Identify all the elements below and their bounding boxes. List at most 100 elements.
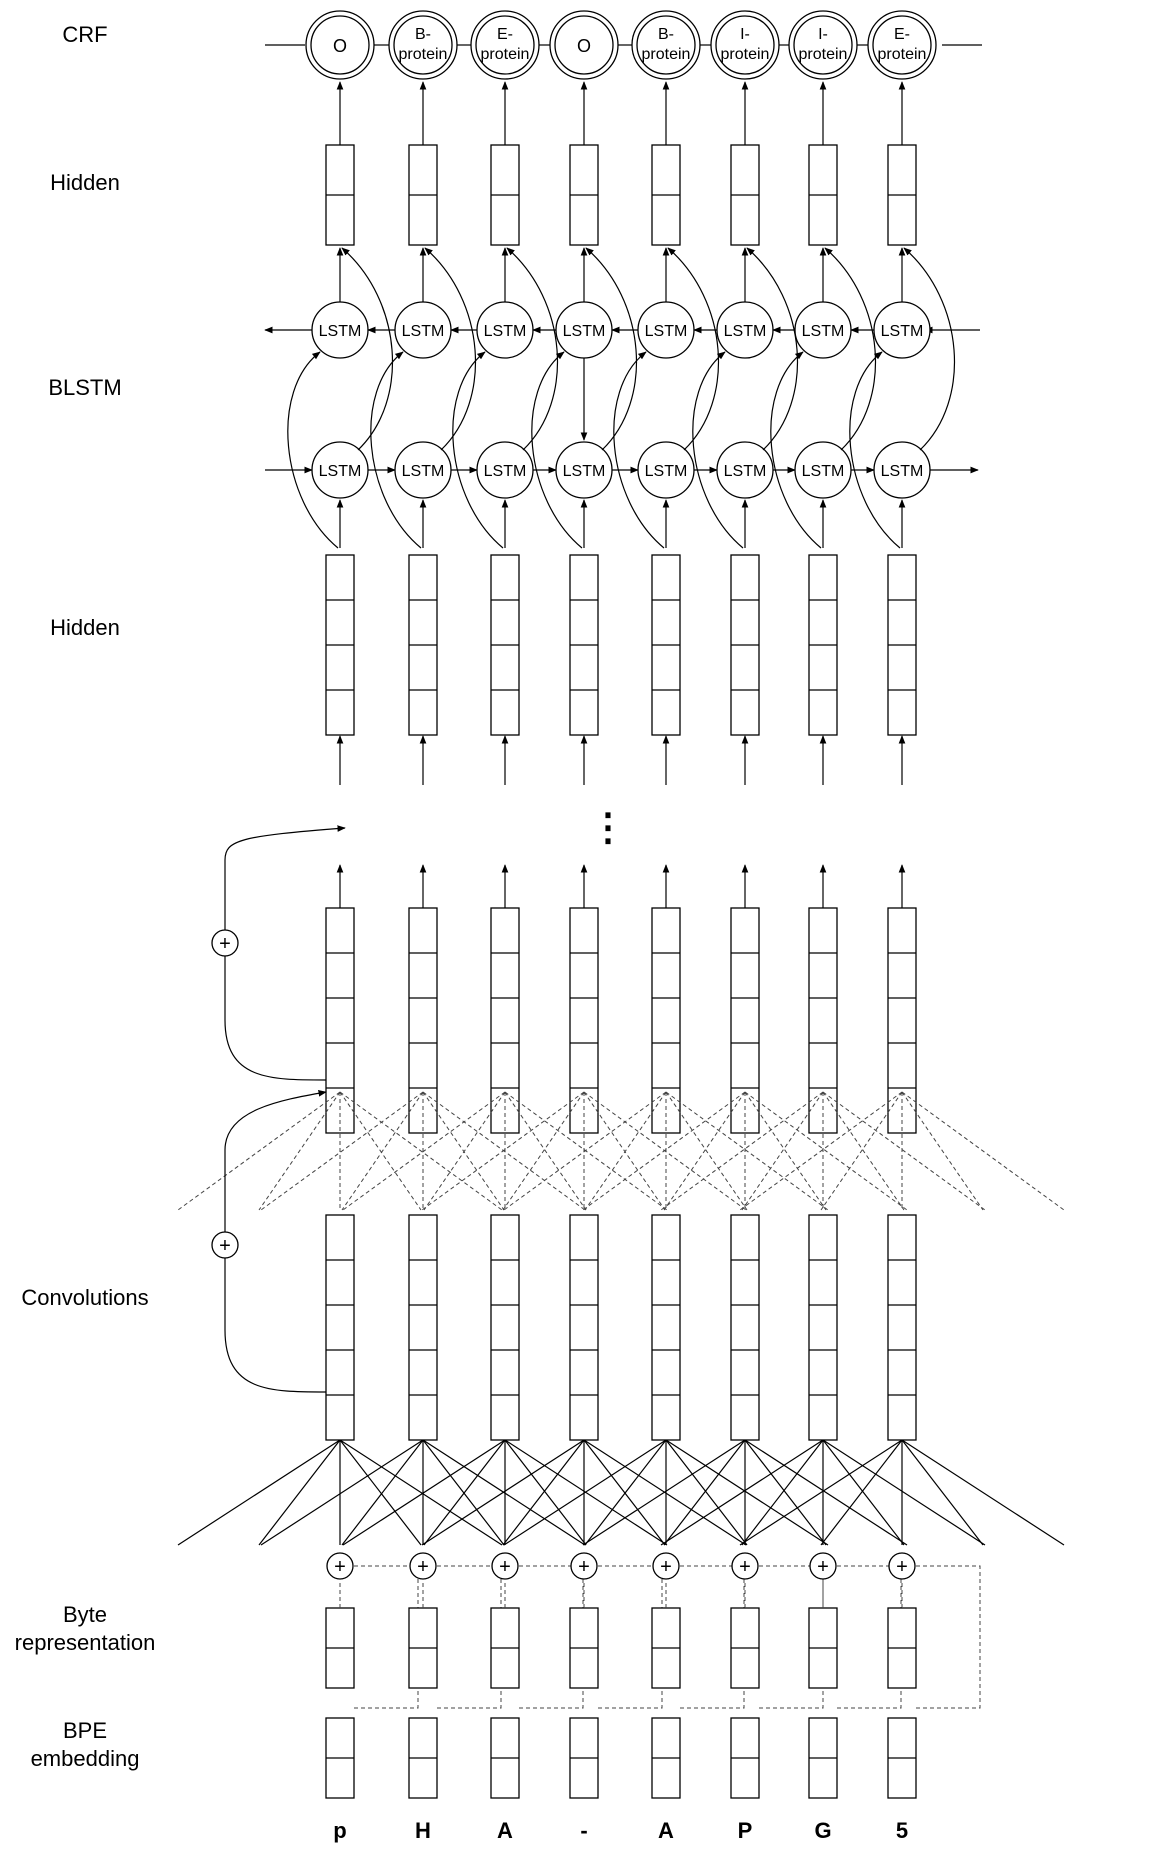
sum-node-sign: + — [417, 1556, 429, 1578]
conv-bottom-vector — [887, 1214, 917, 1441]
sum-node — [809, 1552, 837, 1580]
skip-curve-right — [903, 247, 956, 451]
conv-dashed-edge — [582, 1091, 746, 1211]
sum-node-sign: + — [817, 1556, 829, 1578]
conv-dashed-edge — [504, 1091, 587, 1211]
lstm-forward-label: LSTM — [319, 463, 362, 480]
lstm-backward-label: LSTM — [563, 323, 606, 340]
input-token: G — [814, 1818, 831, 1843]
skip-curve-right — [424, 247, 477, 451]
lstm-backward-label: LSTM — [484, 323, 527, 340]
input-token: p — [333, 1818, 346, 1843]
conv-solid-edge — [260, 1439, 424, 1546]
conv-dashed-edge — [502, 1091, 585, 1211]
byte-label-line1: Byte — [63, 1602, 107, 1627]
crf-node-inner — [554, 15, 614, 75]
conv-bottom-vector — [730, 1214, 760, 1441]
lstm-forward-label: LSTM — [881, 463, 924, 480]
conv-solid-edge — [744, 1439, 908, 1546]
conv-dashed-edge — [422, 1091, 586, 1211]
conv-dashed-edge — [663, 1091, 746, 1211]
byte-label-line2: representation — [15, 1630, 156, 1655]
residual-path-lower-out — [224, 1089, 327, 1232]
crf-node-inner — [475, 15, 535, 75]
conv-solid-edge — [741, 1439, 824, 1546]
bpe-label-line1: BPE — [63, 1718, 107, 1743]
conv-dashed-edge — [584, 1091, 667, 1211]
bpe-label-line2: embedding — [31, 1746, 140, 1771]
crf-node-inner — [872, 15, 932, 75]
crf-node-inner — [310, 15, 370, 75]
sum-node-sign: + — [578, 1556, 590, 1578]
conv-dashed-edge — [744, 1091, 827, 1211]
conv-solid-edge — [258, 1439, 341, 1546]
conv-bottom-vector — [408, 1214, 438, 1441]
residual-path-lower-in — [224, 1258, 327, 1393]
conv-dashed-edge — [822, 1091, 986, 1211]
residual-path-upper-in — [224, 956, 327, 1081]
crf-tag-line1: I- — [818, 26, 828, 43]
conv-dashed-edge — [744, 1091, 908, 1211]
skip-curve-right — [824, 247, 877, 451]
input-token: A — [497, 1818, 513, 1843]
lstm-forward-node — [873, 441, 931, 499]
conv-solid-edge — [177, 1439, 341, 1546]
crf-tag-line2: protein — [481, 46, 530, 63]
conv-solid-edge — [739, 1439, 903, 1546]
conv-dashed-edge — [503, 1091, 667, 1211]
crf-tag-line2: protein — [642, 46, 691, 63]
lstm-backward-label: LSTM — [319, 323, 362, 340]
conv-solid-edge — [822, 1439, 986, 1546]
conv-solid-edge — [422, 1439, 505, 1546]
conv-bottom-vector — [651, 1214, 681, 1441]
sum-node — [326, 1552, 354, 1580]
crf-tag-line2: protein — [878, 46, 927, 63]
conv-solid-edge — [339, 1439, 503, 1546]
conv-bottom-vector — [569, 1214, 599, 1441]
sum-node-sign: + — [334, 1556, 346, 1578]
conv-solid-edge — [583, 1439, 666, 1546]
conv-solid-edge — [421, 1439, 585, 1546]
skip-curve-left — [287, 351, 339, 549]
crf-tag-line1: B- — [658, 26, 674, 43]
input-token: P — [738, 1818, 753, 1843]
conv-bottom-vector — [325, 1214, 355, 1441]
lstm-backward-label: LSTM — [402, 323, 445, 340]
crf-tag-line1: B- — [415, 26, 431, 43]
input-token: 5 — [896, 1818, 908, 1843]
crf-label: CRF — [62, 22, 107, 47]
hidden-top-label: Hidden — [50, 170, 120, 195]
ellipsis-icon: ⋮ — [589, 807, 627, 849]
lstm-forward-label: LSTM — [563, 463, 606, 480]
conv-dashed-edge — [583, 1091, 666, 1211]
crf-tag-line1: I- — [740, 26, 750, 43]
skip-curve-right — [341, 247, 394, 451]
conv-dashed-edge — [665, 1091, 748, 1211]
residual-path-upper-out — [224, 825, 346, 930]
conv-dashed-edge — [421, 1091, 585, 1211]
lstm-forward-label: LSTM — [724, 463, 767, 480]
crf-tag-label: O — [333, 36, 347, 56]
sum-node-sign: + — [896, 1556, 908, 1578]
conv-dashed-edge — [342, 1091, 506, 1211]
conv-solid-edge — [582, 1439, 746, 1546]
crf-tag-line2: protein — [799, 46, 848, 63]
skip-curve-left — [531, 351, 583, 549]
residual-plus-lower-sign: + — [219, 1235, 231, 1257]
input-token: - — [580, 1818, 587, 1843]
skip-curve-right — [746, 247, 799, 451]
conv-dashed-edge — [504, 1091, 668, 1211]
conv-dashed-edge — [822, 1091, 905, 1211]
lstm-forward-label: LSTM — [645, 463, 688, 480]
conv-dashed-edge — [260, 1091, 424, 1211]
conv-solid-edge — [901, 1439, 1065, 1546]
skip-curve-right — [667, 247, 720, 451]
conv-dashed-edge — [339, 1091, 422, 1211]
bpe-to-sum-link — [915, 1565, 981, 1709]
conv-bottom-vector — [490, 1214, 520, 1441]
conv-solid-edge — [665, 1439, 748, 1546]
conv-dashed-edge — [741, 1091, 824, 1211]
conv-solid-edge — [423, 1439, 506, 1546]
